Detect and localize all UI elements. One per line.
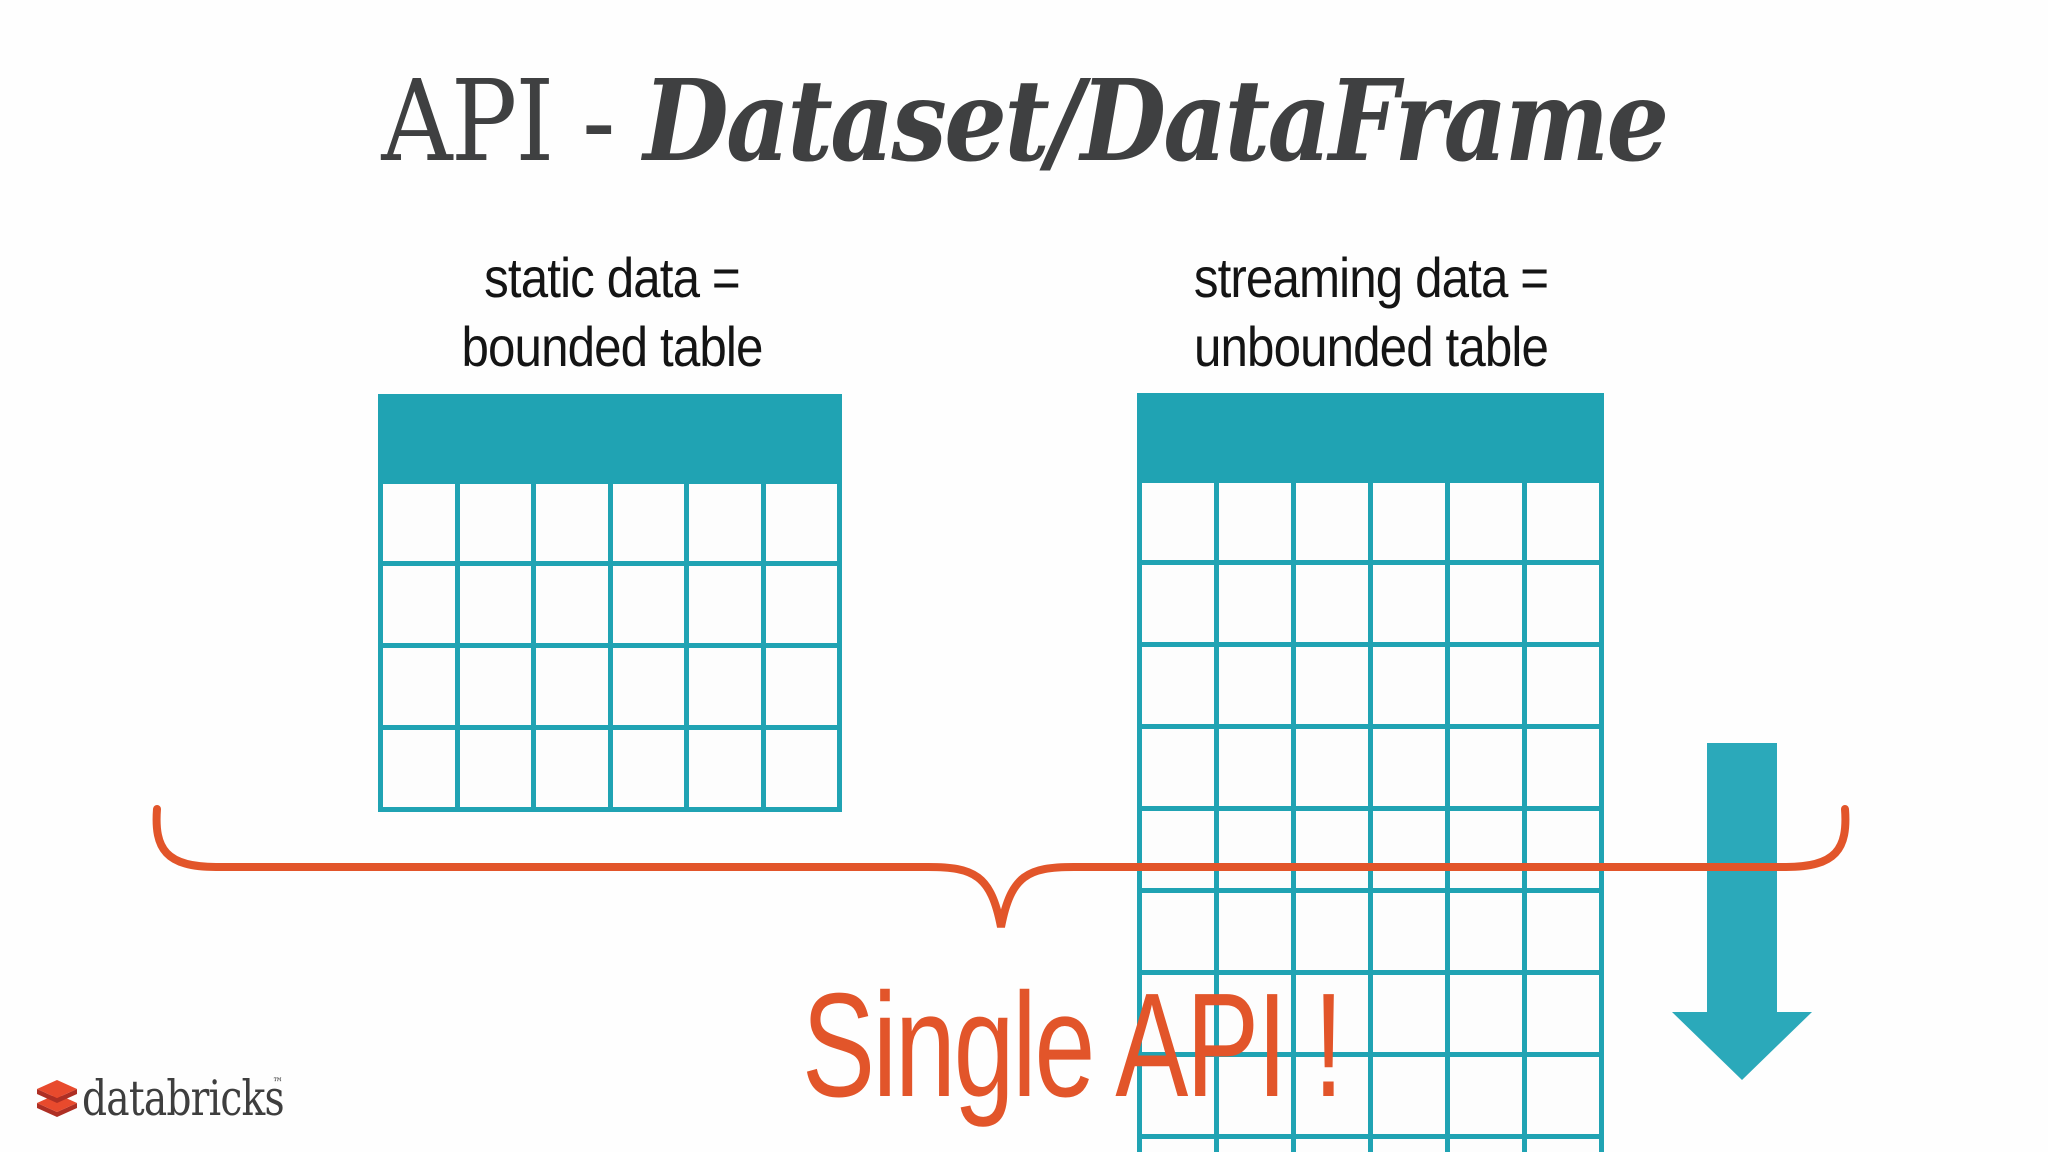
table-cell [689, 484, 761, 561]
table-cell [1142, 483, 1214, 560]
table-cell [1296, 483, 1368, 560]
table-cell [383, 730, 455, 807]
table-cell [1527, 565, 1599, 642]
table-cell [1373, 975, 1445, 1052]
unbounded-table-header [1142, 398, 1599, 478]
table-cell [765, 566, 837, 643]
table-cell [1450, 893, 1522, 970]
table-cell [1450, 975, 1522, 1052]
table-cell [1527, 893, 1599, 970]
table-cell [765, 484, 837, 561]
table-cell [383, 566, 455, 643]
static-data-label: static data = bounded table [383, 243, 841, 381]
single-api-callout: Single API ! [802, 963, 1344, 1128]
table-cell [1142, 1139, 1214, 1152]
slide-title: API - Dataset/DataFrame [123, 60, 1925, 184]
table-cell [1219, 483, 1291, 560]
table-cell [1450, 1139, 1522, 1152]
table-cell [459, 484, 531, 561]
static-data-label-line2: bounded table [461, 315, 764, 378]
table-cell [383, 648, 455, 725]
table-cell [536, 484, 608, 561]
table-cell [612, 730, 684, 807]
table-cell [1527, 1139, 1599, 1152]
streaming-data-label: streaming data = unbounded table [1142, 243, 1600, 381]
table-cell [459, 648, 531, 725]
unbounded-table-body [1142, 483, 1599, 1152]
table-cell [1373, 565, 1445, 642]
table-cell [1142, 975, 1214, 1052]
bounded-table-header [383, 399, 837, 479]
table-cell [1142, 811, 1214, 888]
table-cell [1296, 975, 1368, 1052]
streaming-data-label-line1: streaming data = [1193, 246, 1549, 309]
table-cell [1373, 1057, 1445, 1134]
table-cell [1450, 729, 1522, 806]
title-prefix: API - [381, 57, 644, 187]
table-cell [1373, 647, 1445, 724]
table-cell [1296, 1139, 1368, 1152]
table-cell [689, 566, 761, 643]
table-cell [1296, 729, 1368, 806]
table-cell [612, 648, 684, 725]
table-cell [1142, 1057, 1214, 1134]
table-cell [1450, 1057, 1522, 1134]
bounded-table-body [383, 484, 837, 807]
table-cell [1527, 811, 1599, 888]
table-cell [1527, 729, 1599, 806]
table-cell [689, 730, 761, 807]
table-cell [536, 648, 608, 725]
static-data-label-line1: static data = [484, 246, 741, 309]
table-cell [1296, 647, 1368, 724]
table-cell [1373, 483, 1445, 560]
table-cell [1142, 729, 1214, 806]
table-cell [1219, 647, 1291, 724]
table-cell [1527, 975, 1599, 1052]
trademark-symbol: ™ [272, 1076, 283, 1091]
table-cell [1450, 483, 1522, 560]
table-cell [1219, 729, 1291, 806]
table-cell [1296, 811, 1368, 888]
table-cell [1296, 1057, 1368, 1134]
table-cell [612, 484, 684, 561]
table-cell [1450, 647, 1522, 724]
table-cell [1527, 483, 1599, 560]
databricks-bricks-icon [37, 1079, 77, 1117]
table-cell [1219, 1139, 1291, 1152]
databricks-logo: databricks™ [34, 1074, 334, 1123]
table-cell [1373, 1139, 1445, 1152]
table-cell [459, 730, 531, 807]
table-cell [1527, 647, 1599, 724]
table-cell [1373, 729, 1445, 806]
table-cell [1373, 893, 1445, 970]
table-cell [1296, 565, 1368, 642]
table-cell [612, 566, 684, 643]
table-cell [1527, 1057, 1599, 1134]
table-cell [765, 648, 837, 725]
table-cell [765, 730, 837, 807]
table-cell [1142, 647, 1214, 724]
table-cell [1296, 893, 1368, 970]
table-cell [1142, 565, 1214, 642]
table-cell [1450, 565, 1522, 642]
table-cell [459, 566, 531, 643]
unbounded-table [1137, 393, 1604, 1152]
table-cell [536, 730, 608, 807]
databricks-wordmark: databricks [82, 1070, 285, 1127]
title-emphasis: Dataset/DataFrame [643, 56, 1669, 187]
table-cell [536, 566, 608, 643]
table-cell [689, 648, 761, 725]
table-cell [1219, 811, 1291, 888]
databricks-logo-text: databricks™ [82, 1074, 285, 1123]
table-cell [1219, 565, 1291, 642]
bounded-table [378, 394, 842, 812]
table-cell [1219, 893, 1291, 970]
table-cell [1219, 1057, 1291, 1134]
table-cell [1142, 893, 1214, 970]
table-cell [383, 484, 455, 561]
table-cell [1219, 975, 1291, 1052]
table-cell [1450, 811, 1522, 888]
streaming-data-label-line2: unbounded table [1193, 315, 1549, 378]
table-cell [1373, 811, 1445, 888]
